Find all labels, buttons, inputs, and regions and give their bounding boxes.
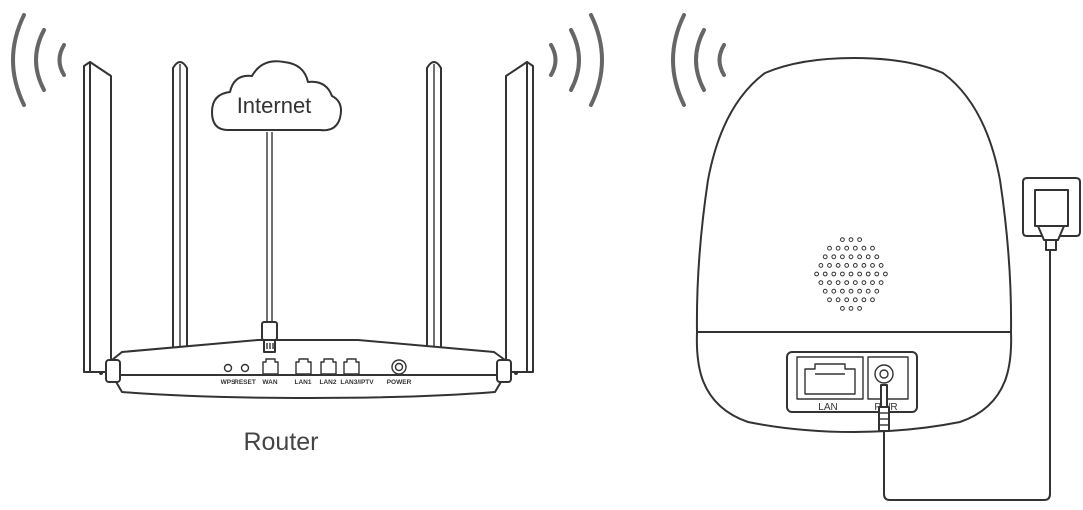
router-port-lan1: LAN1 bbox=[295, 358, 312, 386]
wan-cable bbox=[266, 132, 273, 324]
speaker-hole bbox=[870, 280, 875, 286]
speaker-hole bbox=[857, 271, 862, 277]
speaker-hole bbox=[878, 263, 884, 268]
speaker-hole bbox=[857, 288, 862, 294]
speaker-hole bbox=[822, 288, 828, 294]
router-antenna-left-inner bbox=[172, 61, 188, 351]
camera-lan-port: LAN bbox=[796, 356, 864, 413]
cloud-icon: Internet bbox=[211, 60, 342, 132]
speaker-hole bbox=[844, 245, 850, 251]
cloud-label: Internet bbox=[237, 93, 312, 118]
router-label: Router bbox=[243, 428, 318, 456]
port-label-power: POWER bbox=[387, 379, 412, 386]
speaker-hole bbox=[852, 263, 858, 268]
wifi-waves-camera-icon bbox=[671, 13, 726, 107]
speaker-hole bbox=[848, 254, 854, 260]
speaker-hole bbox=[878, 280, 884, 286]
router-antenna-right-outer bbox=[505, 61, 534, 373]
router-port-wan: WAN bbox=[262, 358, 279, 386]
router-port-power: POWER bbox=[387, 359, 412, 386]
power-cable bbox=[883, 249, 1051, 501]
speaker-hole bbox=[852, 245, 858, 251]
speaker-hole bbox=[865, 271, 871, 277]
speaker-grill bbox=[814, 237, 888, 311]
speaker-hole bbox=[835, 263, 841, 268]
wifi-waves-left-icon bbox=[11, 13, 66, 107]
camera-port-panel: LAN PWR bbox=[786, 351, 918, 413]
power-plug-icon bbox=[878, 384, 890, 432]
camera-dome bbox=[695, 57, 1013, 333]
port-label-lan3-iptv: LAN3/IPTV bbox=[340, 379, 374, 386]
router: WPS RESET WAN LAN1 LAN2 LAN3/IPTV POWER bbox=[83, 61, 534, 456]
speaker-hole bbox=[818, 280, 824, 286]
speaker-hole bbox=[844, 263, 850, 268]
speaker-hole bbox=[848, 271, 854, 277]
speaker-hole bbox=[827, 280, 832, 286]
speaker-hole bbox=[861, 297, 867, 303]
speaker-hole bbox=[831, 254, 837, 260]
router-antenna-left-outer bbox=[83, 61, 112, 373]
speaker-hole bbox=[883, 271, 888, 277]
speaker-hole bbox=[874, 254, 880, 260]
ethernet-plug-icon bbox=[261, 321, 278, 353]
speaker-hole bbox=[827, 263, 832, 268]
speaker-hole bbox=[840, 254, 845, 260]
port-label-reset: RESET bbox=[234, 379, 256, 386]
speaker-hole bbox=[844, 297, 850, 303]
port-label-wan: WAN bbox=[262, 379, 277, 386]
speaker-hole bbox=[835, 280, 841, 286]
speaker-hole bbox=[827, 245, 832, 251]
speaker-hole bbox=[848, 306, 854, 311]
speaker-hole bbox=[861, 263, 867, 268]
speaker-hole bbox=[857, 306, 862, 311]
port-label-lan1: LAN1 bbox=[295, 379, 312, 386]
speaker-hole bbox=[861, 245, 867, 251]
speaker-hole bbox=[865, 254, 871, 260]
speaker-hole bbox=[840, 306, 845, 311]
router-body bbox=[99, 339, 518, 399]
router-port-wps: WPS bbox=[221, 363, 236, 386]
port-label-wps: WPS bbox=[221, 379, 236, 386]
router-antenna-right-inner bbox=[426, 61, 442, 351]
speaker-hole bbox=[852, 297, 858, 303]
speaker-hole bbox=[857, 254, 862, 260]
speaker-hole bbox=[827, 297, 832, 303]
speaker-hole bbox=[870, 263, 875, 268]
speaker-hole bbox=[848, 237, 854, 243]
speaker-hole bbox=[822, 271, 828, 277]
speaker-hole bbox=[822, 254, 828, 260]
speaker-hole bbox=[857, 237, 862, 243]
speaker-hole bbox=[840, 288, 845, 294]
speaker-hole bbox=[852, 280, 858, 286]
speaker-hole bbox=[870, 297, 875, 303]
speaker-hole bbox=[874, 271, 880, 277]
speaker-hole bbox=[865, 288, 871, 294]
wifi-waves-right-icon bbox=[549, 13, 604, 107]
speaker-hole bbox=[870, 245, 875, 251]
router-port-reset: RESET bbox=[234, 363, 256, 386]
speaker-hole bbox=[831, 271, 837, 277]
camera-lan-label: LAN bbox=[818, 402, 837, 413]
speaker-hole bbox=[835, 297, 841, 303]
camera: LAN PWR bbox=[695, 57, 1081, 501]
speaker-hole bbox=[818, 263, 824, 268]
speaker-hole bbox=[840, 271, 845, 277]
speaker-hole bbox=[848, 288, 854, 294]
speaker-hole bbox=[861, 280, 867, 286]
speaker-hole bbox=[874, 288, 880, 294]
port-label-lan2: LAN2 bbox=[320, 379, 337, 386]
speaker-hole bbox=[831, 288, 837, 294]
speaker-hole bbox=[835, 245, 841, 251]
speaker-hole bbox=[814, 271, 819, 277]
power-adapter-icon bbox=[1022, 177, 1081, 251]
router-port-lan2: LAN2 bbox=[320, 358, 337, 386]
router-port-lan3: LAN3/IPTV bbox=[340, 358, 374, 386]
speaker-hole bbox=[840, 237, 845, 243]
speaker-hole bbox=[844, 280, 850, 286]
